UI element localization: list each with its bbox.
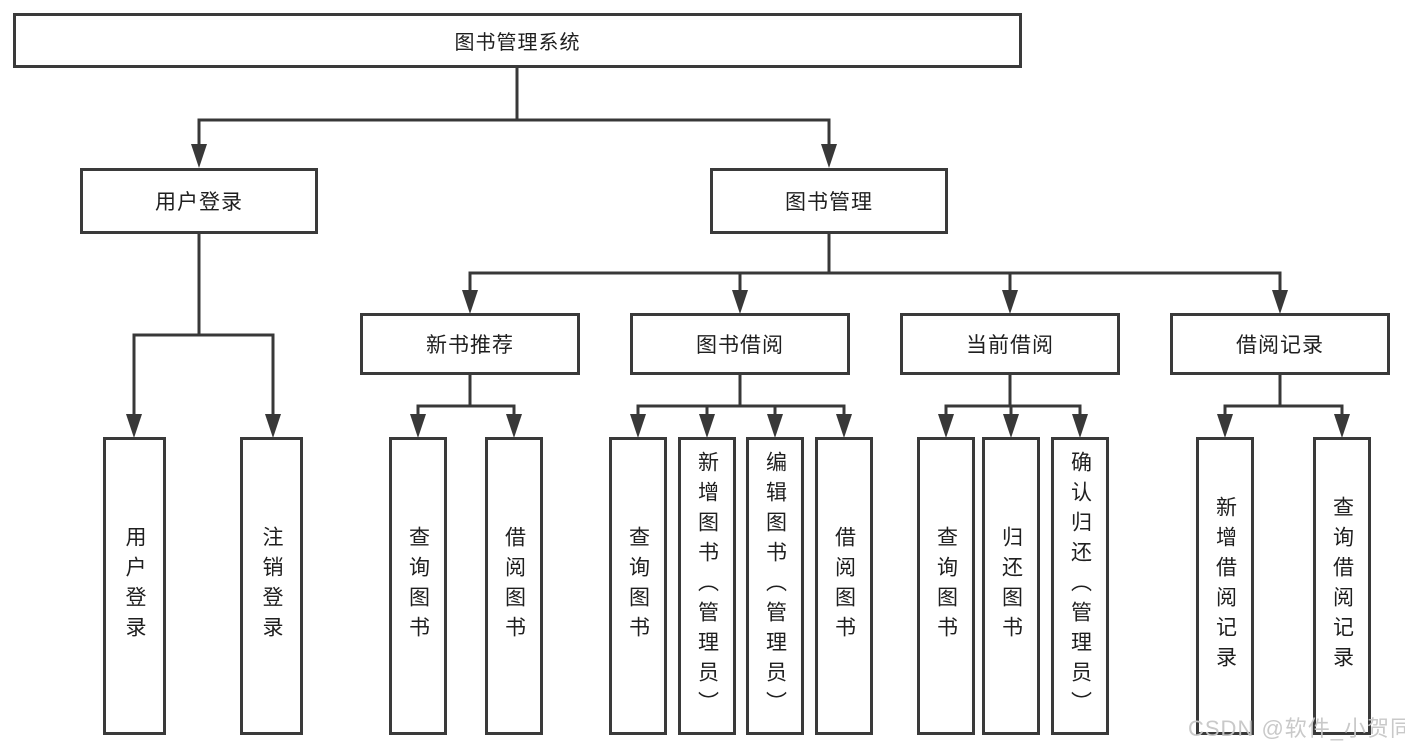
node-current-borrowing: 当前借阅 — [900, 313, 1120, 375]
node-label: 查询借阅记录 — [1330, 496, 1354, 676]
node-label: 借阅图书 — [502, 526, 526, 646]
node-label: 图书借阅 — [696, 334, 784, 357]
leaf-borrow-books: 借阅图书 — [815, 437, 873, 735]
node-label: 新增图书（管理员） — [695, 451, 719, 721]
node-user-login: 用户登录 — [80, 168, 318, 234]
leaf-query-books-recommend: 查询图书 — [389, 437, 447, 735]
leaf-query-books-borrowing: 查询图书 — [609, 437, 667, 735]
node-label: 新增借阅记录 — [1213, 496, 1237, 676]
node-label: 注销登录 — [260, 526, 283, 646]
node-label: 确认归还（管理员） — [1068, 451, 1092, 721]
leaf-add-books-admin: 新增图书（管理员） — [678, 437, 736, 735]
node-label: 借阅记录 — [1236, 334, 1324, 357]
leaf-return-books: 归还图书 — [982, 437, 1040, 735]
node-label: 用户登录 — [123, 526, 146, 646]
arrowhead-icons — [126, 144, 1350, 438]
leaf-query-books-current: 查询图书 — [917, 437, 975, 735]
node-label: 查询图书 — [626, 526, 650, 646]
leaf-user-login: 用户登录 — [103, 437, 166, 735]
node-label: 借阅图书 — [832, 526, 856, 646]
node-label: 用户登录 — [155, 191, 243, 214]
leaf-borrow-books-recommend: 借阅图书 — [485, 437, 543, 735]
leaf-query-borrow-record: 查询借阅记录 — [1313, 437, 1371, 735]
node-label: 新书推荐 — [426, 334, 514, 357]
node-label: 查询图书 — [406, 526, 430, 646]
csdn-watermark: CSDN @软件_小贺同学 — [1188, 716, 1405, 741]
node-book-management: 图书管理 — [710, 168, 948, 234]
node-label: 编辑图书（管理员） — [763, 451, 787, 721]
node-label: 归还图书 — [999, 526, 1023, 646]
node-label: 查询图书 — [934, 526, 958, 646]
node-label: 当前借阅 — [966, 334, 1054, 357]
node-borrowing-records: 借阅记录 — [1170, 313, 1390, 375]
node-book-borrowing: 图书借阅 — [630, 313, 850, 375]
node-root-system: 图书管理系统 — [13, 13, 1022, 68]
node-label: 图书管理 — [785, 191, 873, 214]
leaf-edit-books-admin: 编辑图书（管理员） — [746, 437, 804, 735]
leaf-confirm-return-admin: 确认归还（管理员） — [1051, 437, 1109, 735]
node-label: 图书管理系统 — [454, 32, 581, 54]
leaf-add-borrow-record: 新增借阅记录 — [1196, 437, 1254, 735]
node-new-book-recommend: 新书推荐 — [360, 313, 580, 375]
leaf-logout: 注销登录 — [240, 437, 303, 735]
